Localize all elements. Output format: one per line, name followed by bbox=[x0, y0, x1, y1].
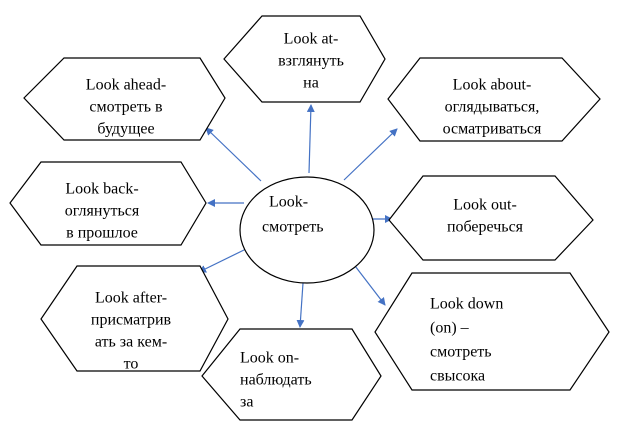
node-text-line: ать за кем- bbox=[95, 333, 167, 350]
node-look-after: Look after-присматрив ать за кем-то bbox=[40, 265, 229, 372]
hexagon-shape bbox=[23, 57, 226, 141]
arrow-to-look-down bbox=[351, 261, 386, 306]
arrow-to-look-about bbox=[343, 128, 398, 181]
hexagon-shape bbox=[388, 175, 594, 261]
node-text-line: наблюдать bbox=[240, 371, 312, 388]
node-text-line: то bbox=[124, 355, 139, 372]
node-text-line: Look ahead- bbox=[86, 76, 166, 93]
arrow-to-look-at bbox=[306, 104, 315, 174]
node-text-line: Look out- bbox=[453, 196, 517, 213]
center-node: Look-смотреть bbox=[239, 176, 375, 284]
node-look-back: Look back-оглянуться в прошлое bbox=[9, 161, 207, 246]
node-look-out: Look out-поберечься bbox=[388, 175, 594, 261]
arrow-to-look-on bbox=[296, 282, 305, 328]
node-text-line: Look about- bbox=[453, 76, 532, 93]
node-look-on: Look on-наблюдать за bbox=[201, 328, 382, 421]
node-text-line: смотреть в bbox=[89, 98, 163, 115]
hexagon-shape bbox=[387, 57, 601, 142]
hexagon-shape bbox=[40, 265, 229, 372]
arrow-to-look-ahead bbox=[205, 127, 262, 182]
center-ellipse bbox=[239, 176, 375, 284]
node-text-line: Look after- bbox=[95, 289, 167, 306]
hexagon-shape bbox=[9, 161, 207, 246]
node-text-line: будущее bbox=[97, 120, 154, 137]
node-text-line: оглянуться bbox=[65, 202, 140, 219]
node-text-line: смотреть bbox=[430, 343, 492, 360]
node-look-down: Look down (on) – смотреть свысока bbox=[374, 272, 610, 391]
node-text-line: оглядываться, bbox=[445, 98, 540, 115]
node-text-line: Look back- bbox=[65, 180, 138, 197]
node-text-line: в прошлое bbox=[66, 224, 138, 241]
node-text-line: на bbox=[303, 74, 319, 91]
hexagon-shape bbox=[201, 328, 382, 421]
center-text-line: смотреть bbox=[262, 218, 324, 235]
center-text-line: Look- bbox=[269, 193, 308, 210]
node-text-line: Look at- bbox=[284, 30, 339, 47]
node-text-line: за bbox=[240, 393, 253, 410]
hexagon-shape bbox=[223, 15, 386, 103]
node-look-about: Look about-оглядываться, осматриваться bbox=[387, 57, 601, 142]
node-text-line: поберечься bbox=[447, 218, 524, 235]
node-text-line: взглянуть bbox=[278, 52, 344, 69]
hexagon-shape bbox=[374, 272, 610, 391]
node-text-line: свысока bbox=[430, 367, 485, 384]
node-text-line: осматриваться bbox=[443, 120, 542, 137]
node-text-line: присматрив bbox=[91, 311, 172, 328]
node-text-line: Look on- bbox=[240, 349, 299, 366]
node-text-line: (on) – bbox=[430, 319, 470, 336]
node-look-ahead: Look ahead-смотреть в будущее bbox=[23, 57, 226, 141]
arrow-to-look-after bbox=[198, 248, 247, 273]
node-look-at: Look at-взглянуть на bbox=[223, 15, 386, 103]
node-text-line: Look down bbox=[430, 295, 503, 312]
